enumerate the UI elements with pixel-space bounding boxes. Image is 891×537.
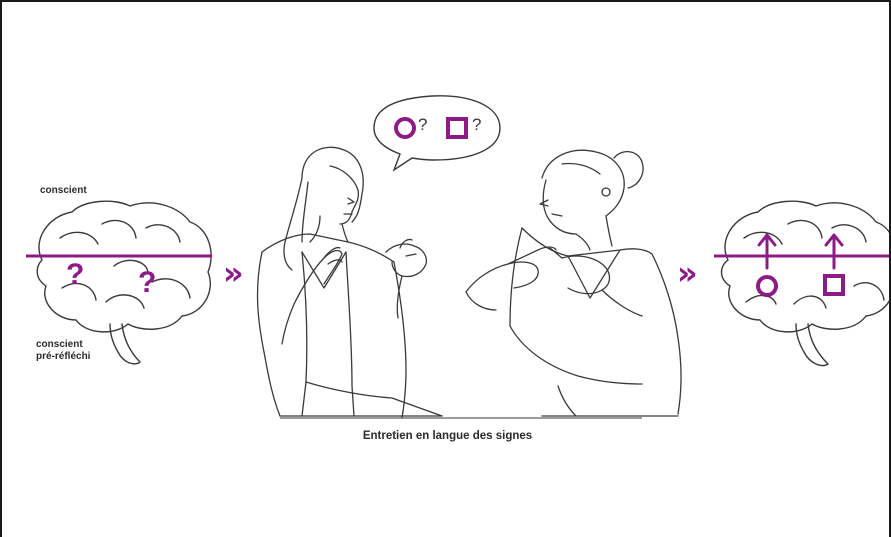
right-brain-icon (722, 201, 891, 365)
left-brain-question-mark-1: ? (66, 260, 84, 290)
conscious-label: conscient (40, 185, 87, 197)
bubble-question-mark-1: ? (418, 116, 427, 134)
bubble-question-mark-2: ? (472, 116, 481, 134)
right-brain-up-arrow-1 (759, 235, 775, 268)
preflective-label-line1: conscient (36, 339, 83, 351)
double-chevron-icon-right: » (677, 257, 698, 289)
left-person-illustration (258, 147, 442, 418)
right-brain-circle-shape (758, 277, 776, 295)
caption: Entretien en langue des signes (2, 430, 891, 442)
right-brain-square-shape (825, 276, 843, 294)
left-brain-question-mark-2: ? (138, 268, 156, 298)
double-chevron-icon-left: » (223, 257, 244, 289)
right-person-illustration (466, 150, 681, 416)
preflective-label-line2: pré-réfléchi (36, 351, 90, 363)
right-brain-up-arrow-2 (826, 235, 842, 268)
